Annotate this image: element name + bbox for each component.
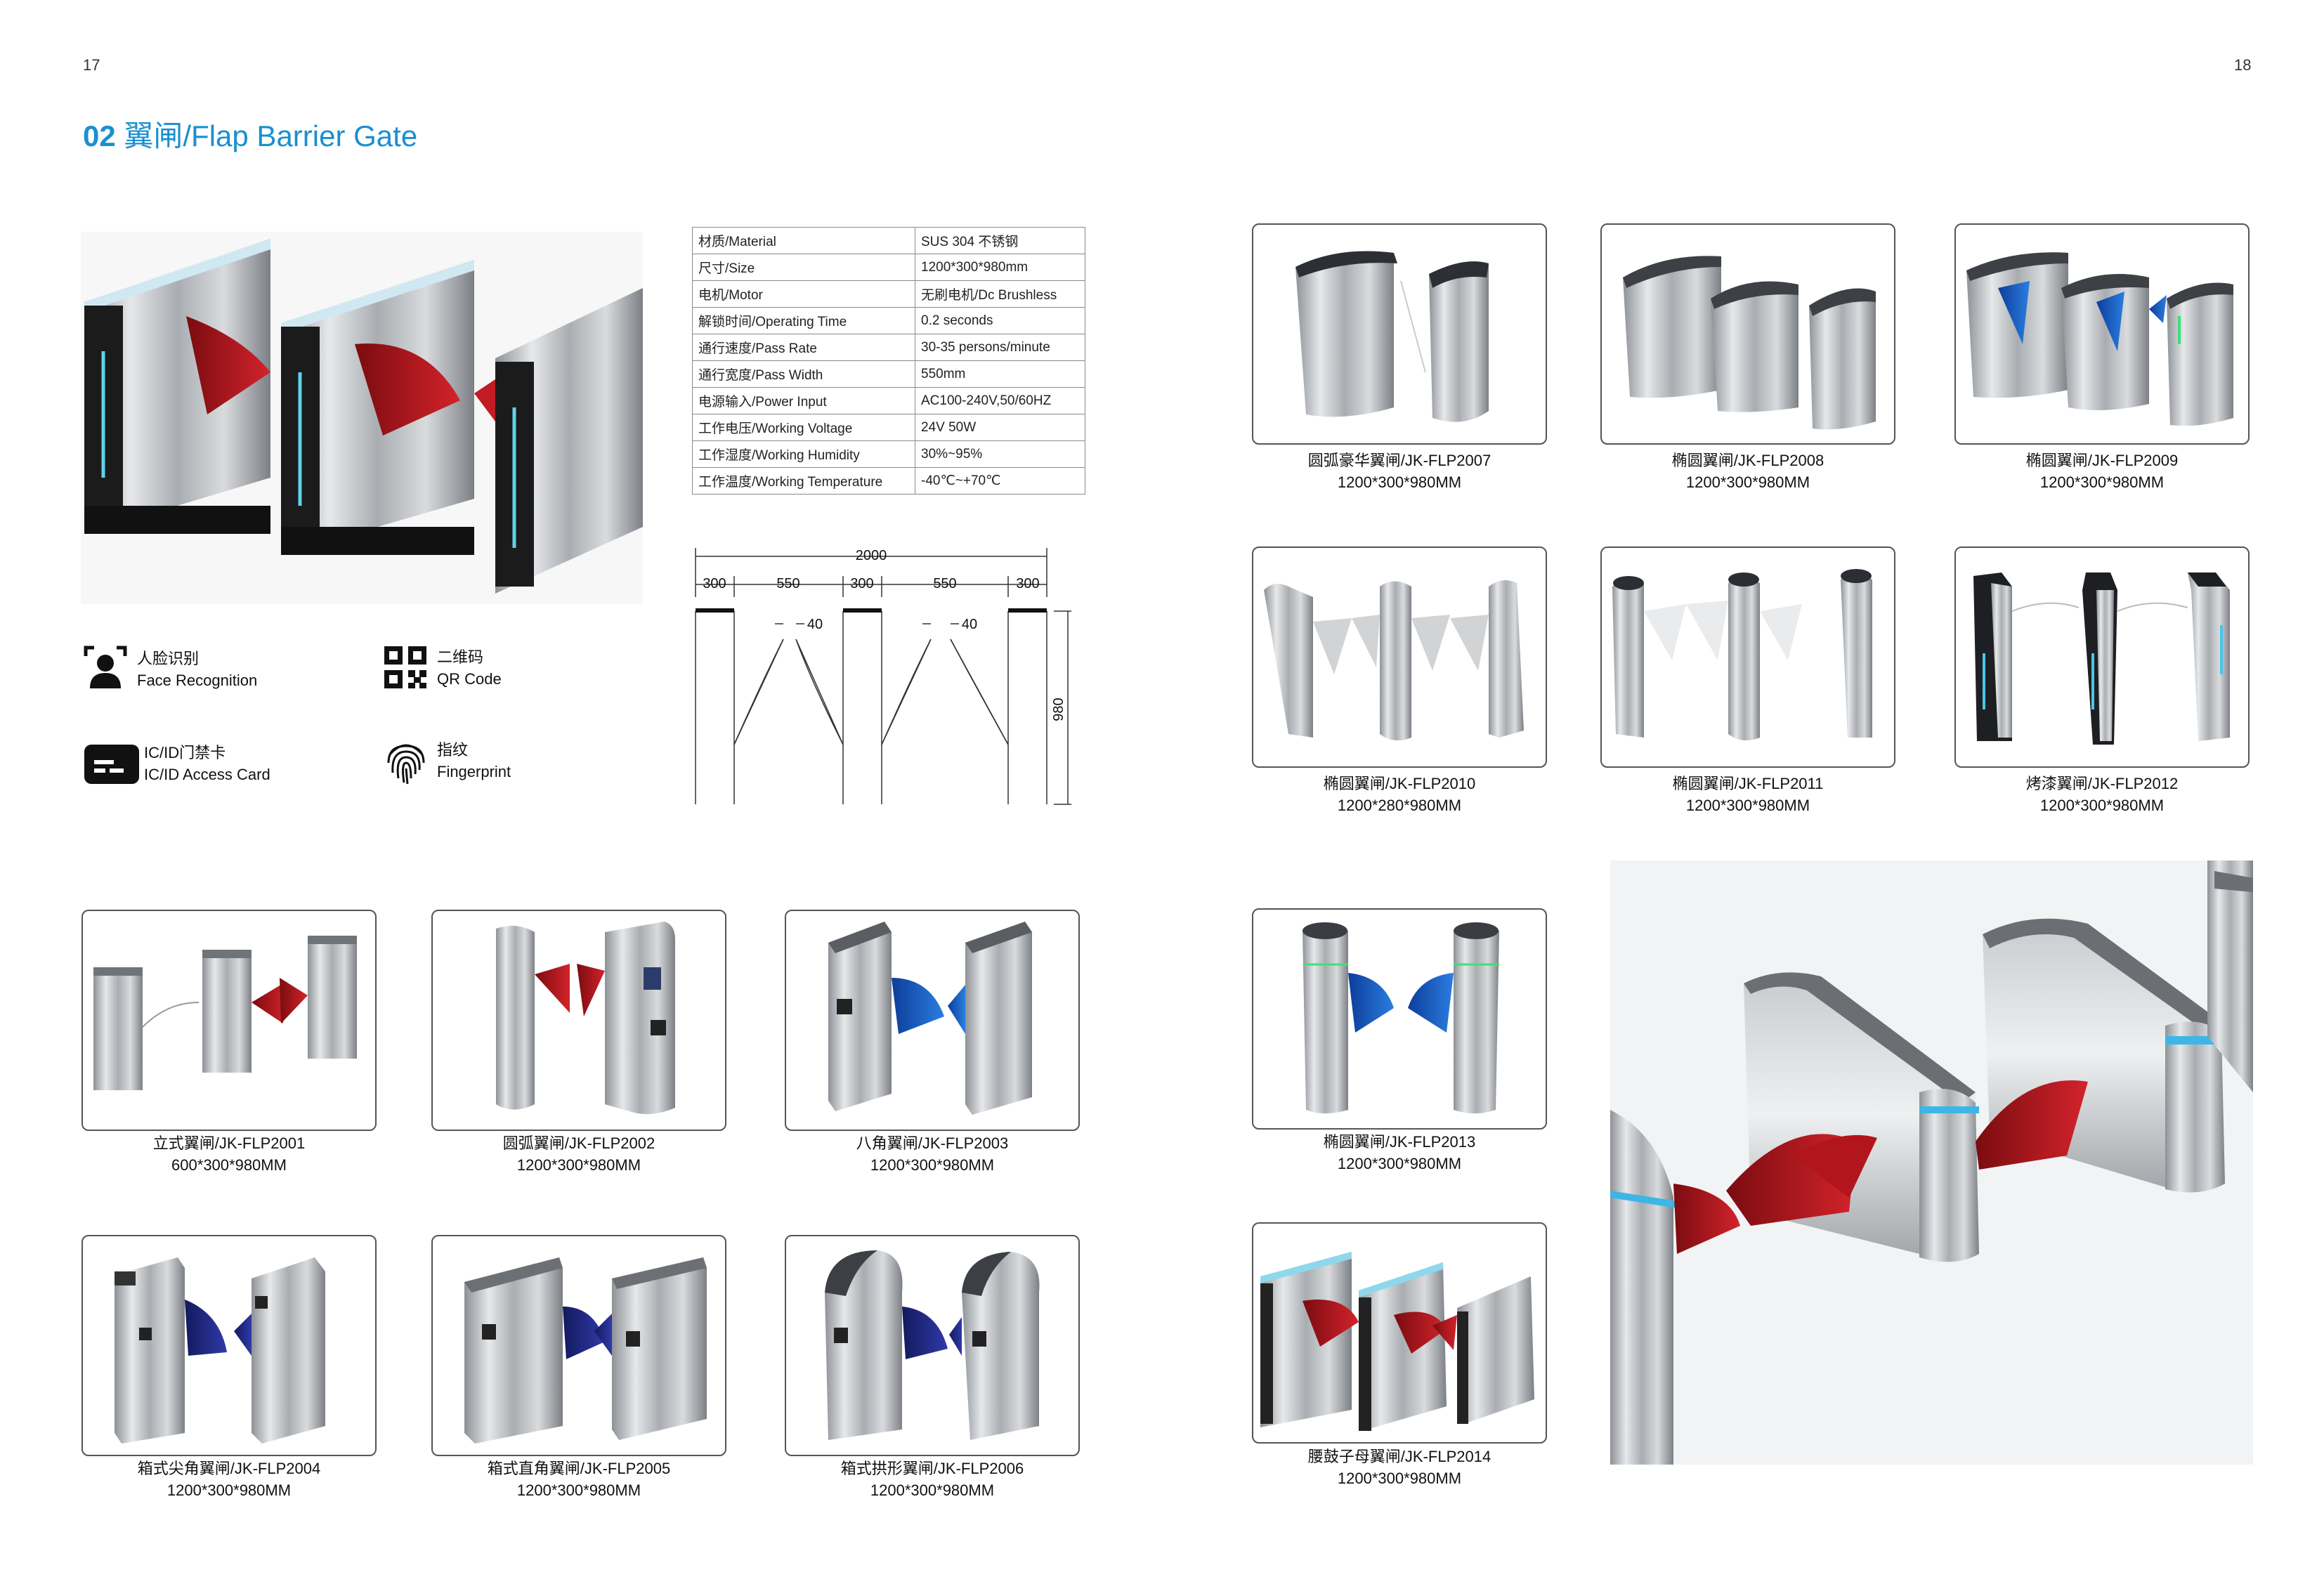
dimension-drawing: 2000 300 550 300 550 300 40 40 980 bbox=[692, 541, 1075, 808]
page-number-right: 18 bbox=[2234, 56, 2252, 74]
fingerprint-icon bbox=[383, 739, 429, 785]
product-card-flp2007[interactable] bbox=[1252, 223, 1547, 445]
section-number: 02 bbox=[83, 119, 116, 152]
qr-icon bbox=[383, 645, 428, 690]
product-card-flp2011[interactable] bbox=[1600, 547, 1895, 768]
card-icon bbox=[83, 743, 141, 785]
dim-gap2: 40 bbox=[962, 617, 977, 632]
product-card-flp2013[interactable] bbox=[1252, 908, 1547, 1130]
product-card-flp2014[interactable] bbox=[1252, 1222, 1547, 1444]
section-title-text: 翼闸/Flap Barrier Gate bbox=[124, 119, 418, 152]
product-card-flp2004[interactable] bbox=[81, 1235, 377, 1456]
product-card-flp2003[interactable] bbox=[785, 910, 1080, 1131]
dim-seg1: 300 bbox=[703, 576, 726, 591]
dim-seg2: 550 bbox=[776, 576, 799, 591]
hero-gates-image bbox=[81, 232, 643, 604]
spec-row: 工作温度/Working Temperature-40℃~+70℃ bbox=[692, 467, 1085, 495]
dim-gap1: 40 bbox=[807, 617, 823, 632]
dim-total: 2000 bbox=[856, 548, 887, 563]
product-card-flp2009[interactable] bbox=[1954, 223, 2250, 445]
product-card-flp2002[interactable] bbox=[431, 910, 726, 1131]
product-card-flp2010[interactable] bbox=[1252, 547, 1547, 768]
product-card-flp2001[interactable] bbox=[81, 910, 377, 1131]
dim-seg5: 300 bbox=[1016, 576, 1039, 591]
dim-height: 980 bbox=[1051, 698, 1066, 721]
product-card-flp2012[interactable] bbox=[1954, 547, 2250, 768]
product-card-flp2008[interactable] bbox=[1600, 223, 1895, 445]
product-card-flp2006[interactable] bbox=[785, 1235, 1080, 1456]
section-title: 02 翼闸/Flap Barrier Gate bbox=[83, 112, 417, 155]
page-number-left: 17 bbox=[83, 56, 100, 74]
dim-seg3: 300 bbox=[850, 576, 873, 591]
product-card-flp2005[interactable] bbox=[431, 1235, 726, 1456]
face-icon bbox=[83, 645, 128, 690]
dim-seg4: 550 bbox=[933, 576, 956, 591]
showcase-gates-image bbox=[1610, 861, 2253, 1465]
